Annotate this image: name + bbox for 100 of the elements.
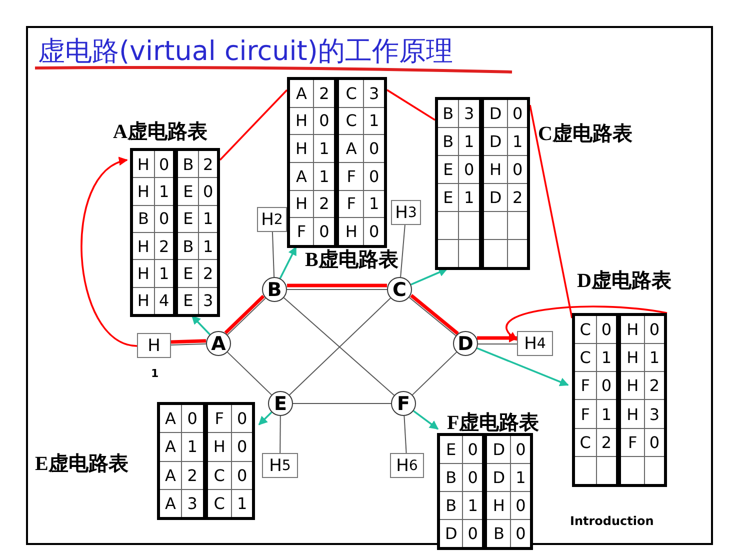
- table-cell: 1: [462, 492, 485, 520]
- arrow: [80, 158, 138, 347]
- table-cell: B: [438, 464, 463, 492]
- arrow: [476, 347, 569, 386]
- table-heading: A虚电路表: [113, 120, 208, 145]
- table-heading: C虚电路表: [538, 122, 632, 147]
- table-cell: 2: [596, 428, 619, 456]
- connector-line: [412, 352, 458, 396]
- arrow: [477, 334, 518, 342]
- table-cell: E: [436, 184, 459, 212]
- table-cell: B: [176, 232, 199, 260]
- table-cell: E: [176, 178, 199, 206]
- table-cell: F: [574, 372, 596, 400]
- table-cell: 1: [314, 134, 337, 162]
- table-cell: 2: [314, 78, 337, 108]
- table-cell: F: [618, 428, 645, 456]
- table-cell: 3: [458, 98, 482, 128]
- arrow: [413, 410, 439, 430]
- table-cell: H: [132, 178, 154, 206]
- connector-line: [287, 284, 387, 288]
- table-heading: E虚电路表: [35, 452, 128, 477]
- router-circle: A: [206, 331, 231, 356]
- table-heading: B虚电路表: [305, 248, 398, 273]
- table-cell: E: [436, 156, 459, 184]
- table-cell: 1: [314, 162, 337, 190]
- table-cell: 0: [596, 314, 619, 344]
- table-cell: A: [336, 134, 364, 162]
- arrow: [410, 268, 448, 286]
- table-cell: A: [288, 162, 314, 190]
- table-cell: 0: [154, 150, 176, 178]
- table-cell: 1: [182, 432, 206, 461]
- table-cell: 1: [458, 128, 482, 156]
- connector-line: [272, 232, 275, 278]
- table-cell: H: [484, 492, 511, 520]
- connector-line: [170, 343, 206, 346]
- table-cell: H: [618, 314, 645, 344]
- router-circle: E: [268, 391, 293, 416]
- table-cell: H: [132, 232, 154, 260]
- connector-line: [219, 89, 288, 161]
- router-circle: F: [391, 391, 416, 416]
- table-cell: A: [158, 432, 182, 461]
- table-cell: C: [205, 461, 232, 490]
- table-cell: F: [205, 404, 232, 433]
- table-cell: 0: [596, 372, 619, 400]
- connector-line: [404, 415, 407, 454]
- table-cell: H: [618, 400, 645, 428]
- table-cell: C: [574, 428, 596, 456]
- table-cell: H: [132, 260, 154, 288]
- table-cell: 2: [154, 232, 176, 260]
- table-cell: 0: [154, 205, 176, 232]
- table-cell: 2: [314, 190, 337, 218]
- table-cell: F: [336, 190, 364, 218]
- slide-title: 虚电路(virtual circuit)的工作原理: [38, 35, 453, 69]
- table-cell: D: [481, 98, 508, 128]
- connector-line: [286, 289, 388, 290]
- table-cell: C: [336, 107, 364, 135]
- connector-line: [226, 352, 272, 396]
- table-cell: H: [481, 156, 508, 184]
- table-cell: E: [176, 260, 199, 288]
- table-cell: D: [484, 464, 511, 492]
- table-cell: H: [618, 344, 645, 372]
- footer-text: Introduction: [570, 514, 654, 528]
- table-cell: D: [481, 184, 508, 212]
- table-cell: B: [436, 128, 459, 156]
- table-cell: 1: [154, 260, 176, 288]
- router-circle: C: [387, 277, 412, 302]
- table-cell: A: [158, 404, 182, 433]
- table-cell: B: [438, 492, 463, 520]
- table-cell: B: [132, 205, 154, 232]
- table-cell: 1: [458, 184, 482, 212]
- table-cell: H: [288, 190, 314, 218]
- table-cell: F: [336, 162, 364, 190]
- table-cell: 0: [314, 107, 337, 135]
- table-cell: 1: [596, 344, 619, 372]
- table-cell: F: [574, 400, 596, 428]
- connector-line: [386, 89, 436, 121]
- table-cell: 1: [154, 178, 176, 206]
- connector-line: [400, 224, 406, 278]
- table-cell: 0: [458, 156, 482, 184]
- arrow: [279, 246, 297, 279]
- table-cell: H: [205, 432, 232, 461]
- table-cell: 2: [182, 461, 206, 490]
- table-cell: 0: [462, 434, 485, 464]
- connector-line: [529, 104, 573, 318]
- table-heading: D虚电路表: [577, 269, 672, 294]
- table-cell: E: [438, 434, 463, 464]
- table-cell: E: [176, 205, 199, 232]
- table-cell: C: [574, 344, 596, 372]
- router-circle: D: [453, 331, 478, 356]
- arrow: [191, 315, 210, 336]
- table-cell: C: [574, 314, 596, 344]
- connector-line: [280, 416, 281, 454]
- table-cell: 1: [596, 400, 619, 428]
- connector-line: [170, 339, 206, 344]
- table-cell: 0: [462, 464, 485, 492]
- table-cell: C: [336, 78, 364, 108]
- table-cell: H: [288, 107, 314, 135]
- table-cell: H: [618, 372, 645, 400]
- table-heading: F虚电路表: [447, 411, 540, 436]
- table-cell: 0: [182, 404, 206, 433]
